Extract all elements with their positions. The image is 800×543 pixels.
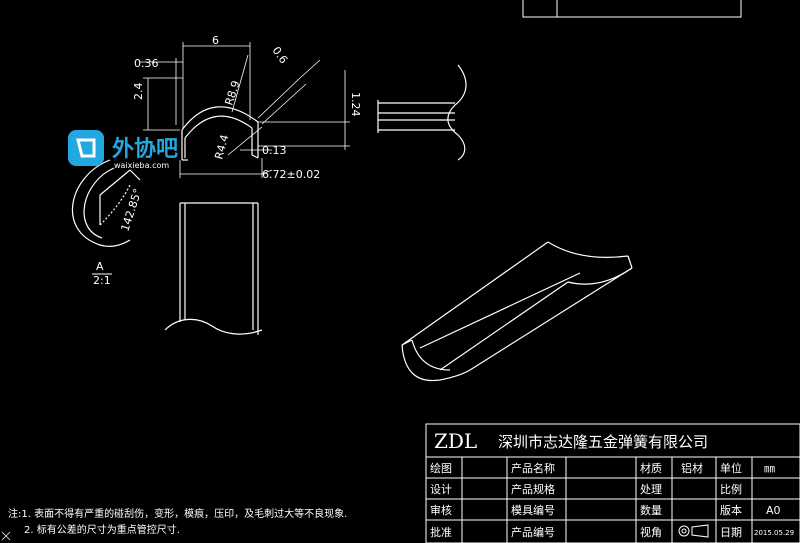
company-code: ZDL bbox=[434, 429, 477, 453]
detail-a-view bbox=[71, 159, 141, 247]
dim-1-24: 1.24 bbox=[349, 92, 362, 117]
dim-r4-4: R4.4 bbox=[212, 133, 231, 161]
cell-r2c3: 产品规格 bbox=[511, 482, 555, 496]
corner-marker-icon bbox=[1, 531, 11, 541]
cell-r1c6: 铝材 bbox=[681, 461, 703, 475]
dim-6-72: 6.72±0.02 bbox=[262, 168, 320, 181]
top-frame bbox=[522, 0, 742, 18]
dim-0-36: 0.36 bbox=[134, 57, 159, 70]
note-line-1: 注:1. 表面不得有严重的碰刮伤，变形，模痕，压印，及毛刺过大等不良现象. bbox=[8, 507, 347, 520]
section-view-profile bbox=[181, 106, 259, 161]
section-label-a: A bbox=[96, 260, 104, 273]
cell-r3c7: 版本 bbox=[720, 503, 742, 517]
side-view bbox=[377, 64, 467, 161]
section-dimension-lines bbox=[140, 42, 350, 178]
cell-r4c5: 视角 bbox=[640, 525, 662, 539]
cell-r1c5: 材质 bbox=[640, 461, 662, 475]
notes: 注:1. 表面不得有严重的碰刮伤，变形，模痕，压印，及毛刺过大等不良现象. 2.… bbox=[8, 507, 347, 536]
cell-r3c5: 数量 bbox=[640, 504, 662, 517]
cell-r1c7: 单位 bbox=[720, 461, 742, 475]
cell-r1c8: ㎜ bbox=[764, 462, 775, 475]
dim-142-85: 142.85° bbox=[118, 187, 144, 233]
logo-name: 外协吧 bbox=[112, 136, 178, 162]
cell-r3c3: 模具编号 bbox=[511, 503, 555, 517]
watermark-logo: 外协吧 waixieba.com bbox=[68, 130, 178, 170]
cell-r4c1: 批准 bbox=[430, 525, 452, 539]
front-view bbox=[164, 202, 263, 335]
cell-r4c8: 2015.05.29 bbox=[754, 529, 794, 537]
dim-6: 6 bbox=[212, 34, 219, 47]
cell-r1c3: 产品名称 bbox=[511, 461, 555, 475]
dim-2-4: 2.4 bbox=[132, 83, 145, 101]
logo-url: waixieba.com bbox=[114, 161, 169, 170]
dim-r8-9: R8.9 bbox=[222, 79, 242, 107]
cell-r3c8: A0 bbox=[766, 504, 781, 517]
cell-r2c7: 比例 bbox=[720, 482, 742, 496]
cell-r2c1: 设计 bbox=[430, 483, 452, 496]
logo-icon bbox=[68, 130, 104, 166]
cell-r1c1: 绘图 bbox=[430, 461, 452, 475]
dim-0-13: 0.13 bbox=[262, 144, 287, 157]
title-block-text: ZDL 深圳市志达隆五金弹簧有限公司 绘图 产品名称 材质 铝材 单位 ㎜ 设计… bbox=[430, 429, 794, 539]
note-line-2: 2. 标有公差的尺寸为重点管控尺寸. bbox=[24, 523, 180, 536]
cell-r4c7: 日期 bbox=[720, 526, 742, 539]
cell-r3c1: 审核 bbox=[430, 503, 452, 517]
cell-r2c5: 处理 bbox=[640, 483, 662, 496]
section-scale: 2:1 bbox=[93, 274, 111, 287]
cell-r4c3: 产品编号 bbox=[511, 525, 555, 539]
projection-symbol-icon bbox=[678, 524, 709, 538]
isometric-view bbox=[401, 241, 633, 382]
title-block bbox=[425, 423, 800, 543]
dim-0-6: 0.6 bbox=[270, 44, 291, 66]
company-name: 深圳市志达隆五金弹簧有限公司 bbox=[498, 433, 708, 451]
